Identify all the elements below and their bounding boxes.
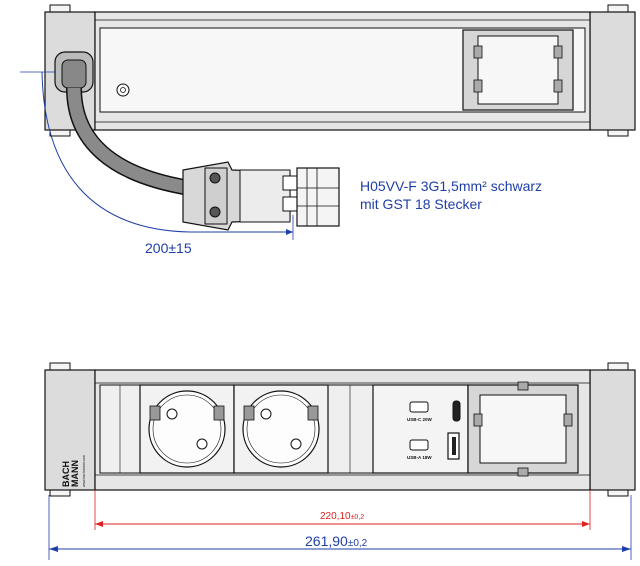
front-left-end-cap bbox=[44, 369, 96, 491]
top-view: 200±15 H05VV-F 3G1,5mm² schwarz mit GST … bbox=[20, 4, 636, 256]
top-module-frame-inner bbox=[477, 35, 559, 105]
usb-module: USB-C 20W USB-A 18W bbox=[372, 384, 469, 474]
top-module-clip-bl bbox=[473, 79, 483, 93]
cable-fill bbox=[67, 87, 192, 195]
brand-logo: BACH MANN www.bachmann.com bbox=[61, 455, 86, 487]
cable-grommet-inner bbox=[61, 59, 87, 89]
front-view: USB-C 20W USB-A 18W BACH MANN www.bachma… bbox=[44, 362, 636, 560]
cable-dim-arrow bbox=[286, 229, 293, 235]
usb-a-icon bbox=[409, 439, 429, 451]
overall-width-dimension: 261,90±0,2 bbox=[305, 533, 368, 549]
top-screw-hole-inner bbox=[120, 87, 126, 93]
top-screw-hole bbox=[116, 83, 130, 97]
top-module-clip-tr bbox=[553, 45, 563, 59]
top-module-clip-tl bbox=[473, 45, 483, 59]
overall-dim-arrow-left bbox=[49, 546, 58, 552]
cable-spec-line2: mit GST 18 Stecker bbox=[360, 196, 482, 212]
inner-dim-arrow-right bbox=[582, 521, 590, 527]
brand-line1: BACH bbox=[61, 461, 71, 487]
usb-c-label: USB-C 20W bbox=[407, 417, 433, 422]
inner-dim-arrow-left bbox=[95, 521, 103, 527]
cable-length-dimension: 200±15 bbox=[145, 240, 192, 256]
overall-dim-arrow-right bbox=[622, 546, 631, 552]
cable-spec-line1: H05VV-F 3G1,5mm² schwarz bbox=[360, 178, 542, 194]
front-module-frame bbox=[467, 381, 579, 477]
usb-c-port bbox=[452, 400, 461, 422]
schuko-socket-1 bbox=[139, 384, 235, 474]
usb-c-icon bbox=[409, 401, 429, 413]
brand-line2: MANN bbox=[70, 460, 80, 487]
brand-url: www.bachmann.com bbox=[82, 455, 86, 487]
front-right-end-cap bbox=[589, 369, 636, 491]
cable-dim-arc bbox=[41, 71, 191, 233]
top-right-end-cap bbox=[589, 11, 636, 131]
blank-plate-middle bbox=[327, 384, 374, 474]
inner-width-dimension: 220,10±0,2 bbox=[320, 511, 364, 522]
schuko-socket-2 bbox=[233, 384, 329, 474]
gst18-connector bbox=[182, 161, 340, 231]
usb-a-label: USB-A 18W bbox=[407, 455, 432, 460]
top-module-clip-br bbox=[553, 79, 563, 93]
